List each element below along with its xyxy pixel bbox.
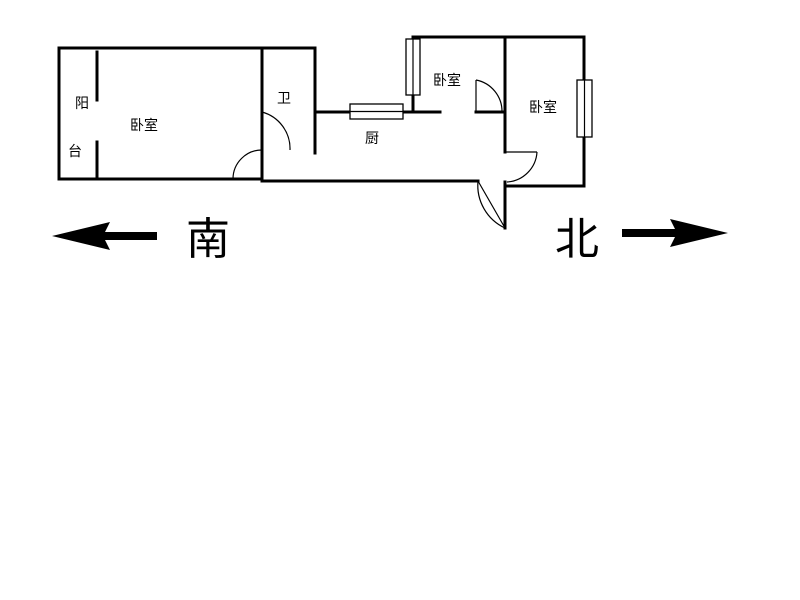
main-bedroom-label: 卧室 xyxy=(130,117,158,134)
main-bedroom-door-arc xyxy=(232,149,263,180)
bathroom-door-arc xyxy=(261,111,291,151)
south-arrow-icon xyxy=(52,222,157,250)
kitchen-label: 厨 xyxy=(365,131,379,147)
bathroom-label: 卫 xyxy=(277,91,291,107)
small-bedroom-label: 卧室 xyxy=(433,72,461,89)
direction-north: 北 xyxy=(555,214,728,265)
entrance-door-arc xyxy=(477,180,506,229)
direction-south: 南 xyxy=(52,214,230,265)
south-label: 南 xyxy=(186,214,230,265)
north-bedroom-label: 卧室 xyxy=(529,99,557,116)
north-bedroom-door-arc xyxy=(506,151,538,183)
balcony-label-1: 阳 xyxy=(75,96,89,112)
small-bedroom-door-arc xyxy=(475,79,503,113)
windows xyxy=(349,38,593,138)
entrance-door-leaf xyxy=(477,180,506,229)
room-labels: 阳 台 卧室 卫 厨 卧室 卧室 xyxy=(68,72,557,160)
balcony-label-2: 台 xyxy=(68,144,82,160)
bathroom-wall xyxy=(260,46,317,155)
north-label: 北 xyxy=(555,214,599,265)
main-bedroom-wall xyxy=(57,46,264,181)
doors xyxy=(232,79,538,229)
north-arrow-icon xyxy=(622,219,728,247)
